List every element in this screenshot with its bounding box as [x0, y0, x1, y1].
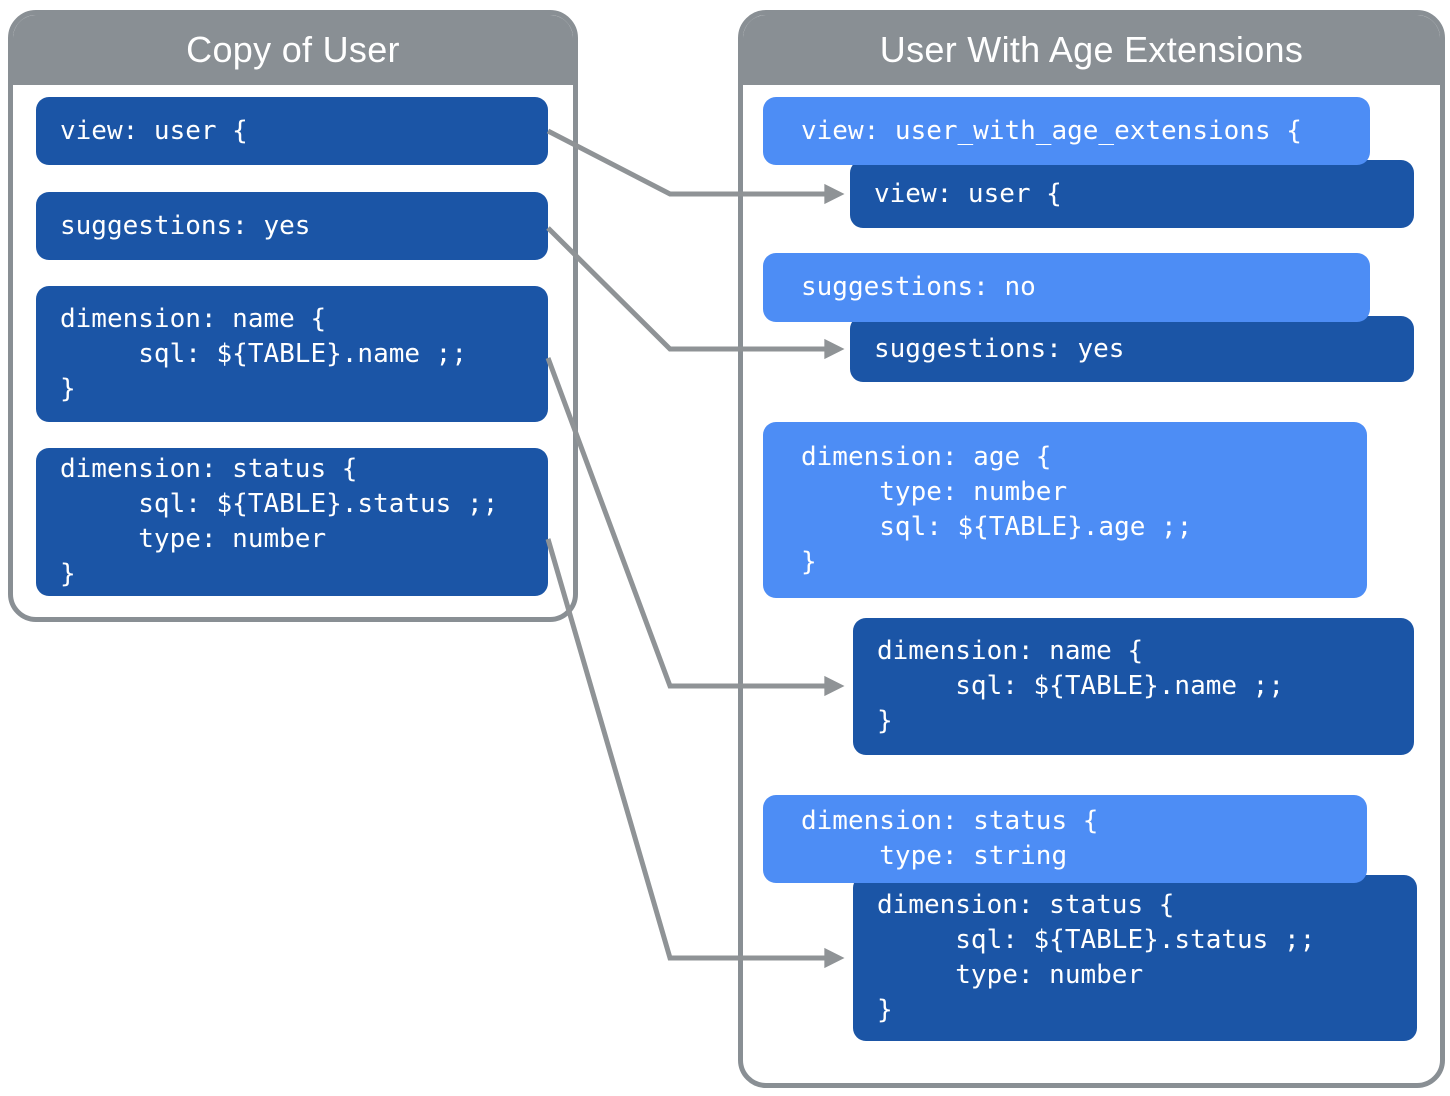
- left-panel-header: Copy of User: [13, 15, 573, 85]
- right-panel-header: User With Age Extensions: [743, 15, 1440, 85]
- right-panel-title: User With Age Extensions: [879, 29, 1304, 70]
- left-panel-title: Copy of User: [186, 29, 400, 70]
- right-panel-user-with-age-extensions: User With Age Extensions: [738, 10, 1445, 1088]
- left-panel-copy-of-user: Copy of User: [8, 10, 578, 622]
